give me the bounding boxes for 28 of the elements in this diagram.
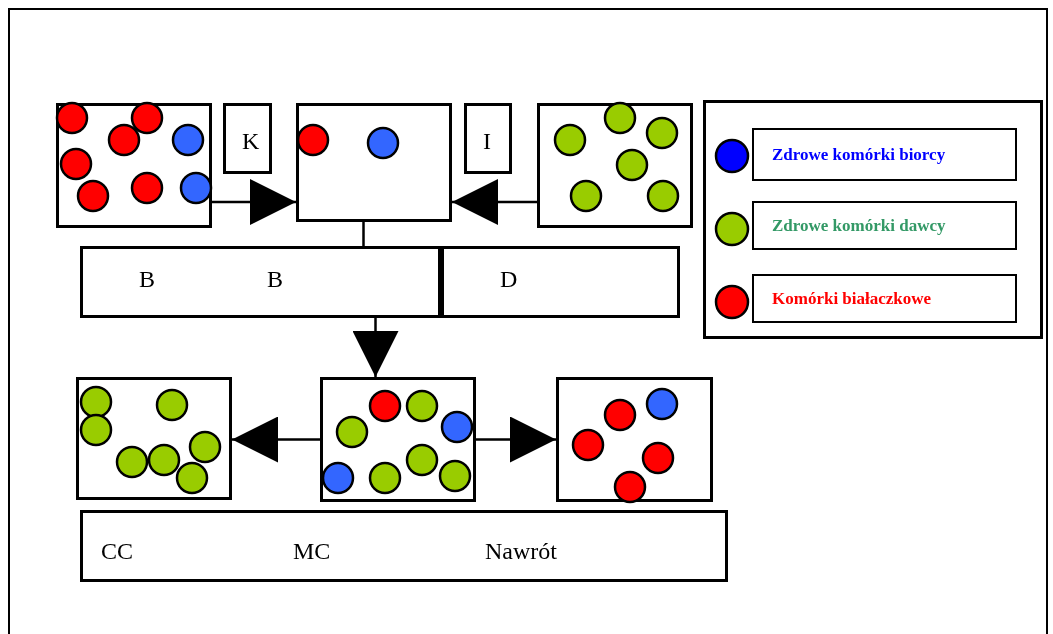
arrow bbox=[452, 179, 537, 225]
cell-box bbox=[56, 103, 212, 228]
cell-box bbox=[76, 377, 232, 500]
cell-box bbox=[296, 103, 452, 222]
label-box bbox=[223, 103, 272, 174]
arrow bbox=[476, 416, 556, 463]
arrow bbox=[212, 179, 296, 225]
label-text: B bbox=[267, 266, 283, 292]
arrow bbox=[232, 416, 320, 463]
label-band bbox=[80, 510, 728, 582]
label-text: K bbox=[242, 128, 260, 154]
label-band bbox=[439, 246, 680, 318]
cell-box bbox=[556, 377, 713, 502]
arrow bbox=[352, 318, 399, 377]
label-text: MC bbox=[293, 538, 331, 564]
connector-line bbox=[362, 222, 365, 246]
label-text: Nawrót bbox=[485, 538, 557, 564]
cell-box bbox=[537, 103, 693, 228]
label-band bbox=[80, 246, 441, 318]
label-text: CC bbox=[101, 538, 133, 564]
label-text: B bbox=[139, 266, 155, 292]
label-box bbox=[464, 103, 512, 174]
legend-label: Zdrowe komórki dawcy bbox=[752, 201, 1017, 250]
cell-box bbox=[320, 377, 476, 502]
label-text: D bbox=[500, 266, 518, 292]
label-text: I bbox=[483, 128, 491, 154]
legend-label: Zdrowe komórki biorcy bbox=[752, 128, 1017, 181]
legend-label: Komórki białaczkowe bbox=[752, 274, 1017, 323]
